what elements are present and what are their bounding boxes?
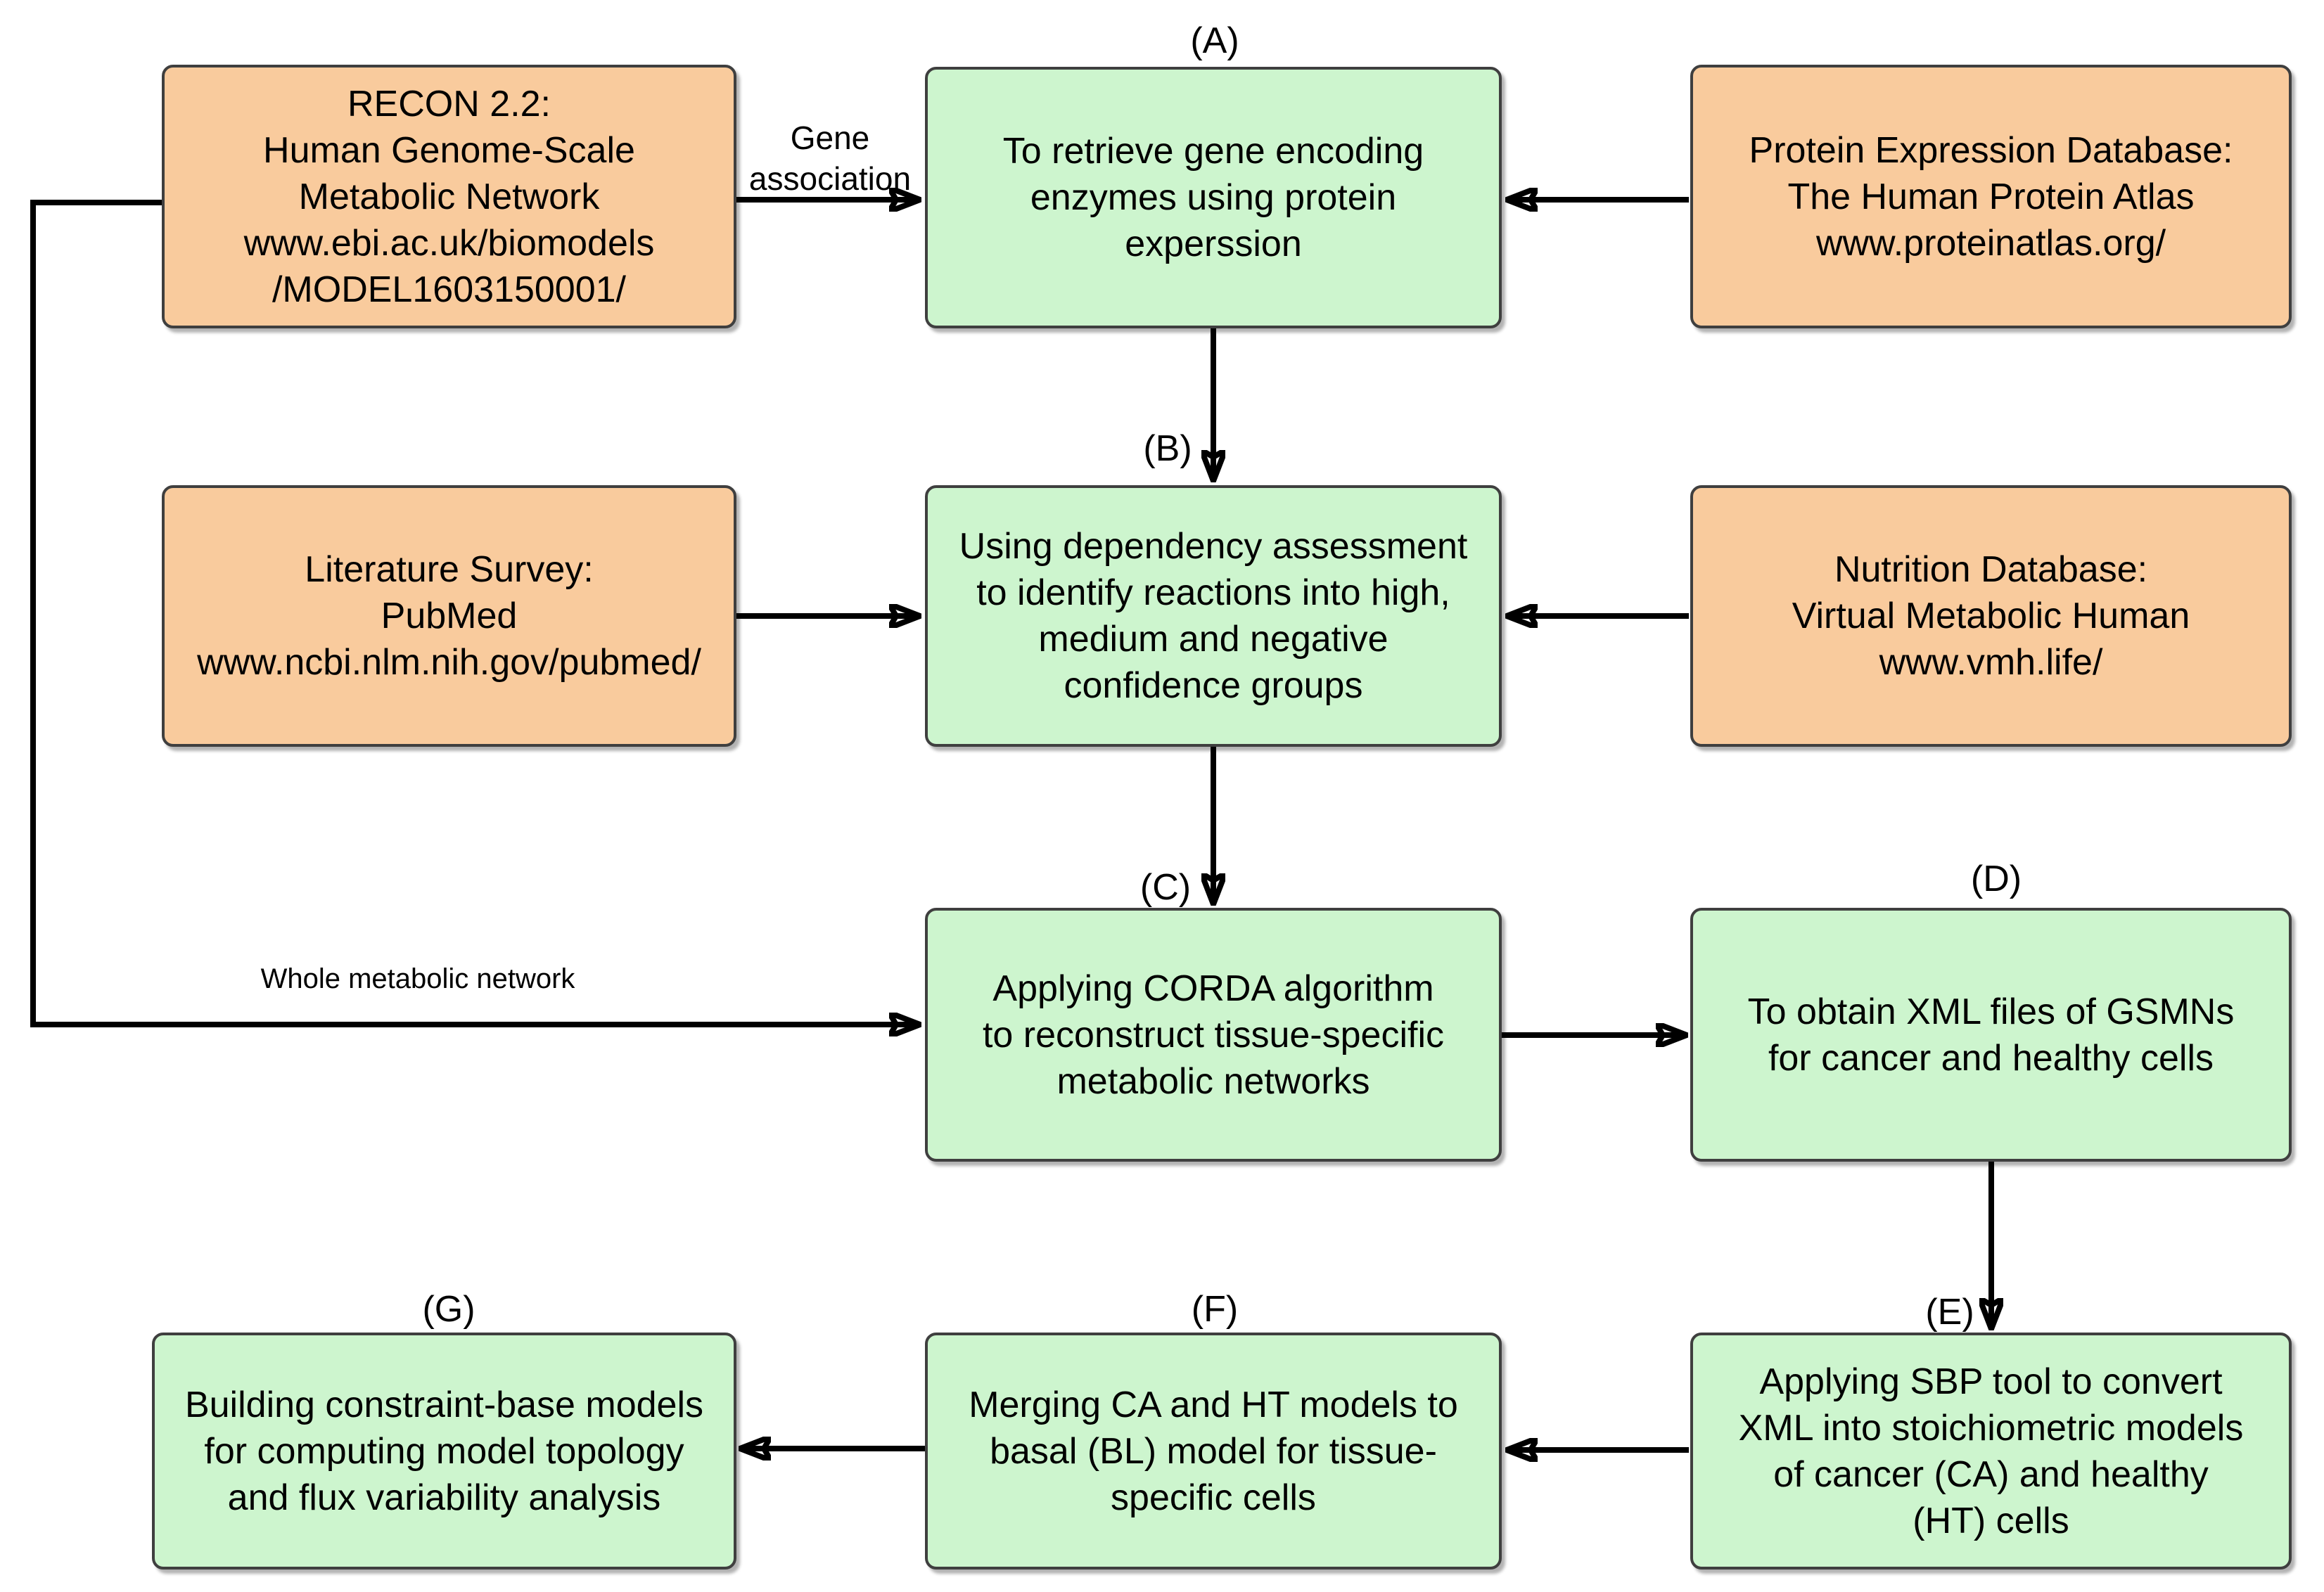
step-label-f: (F)	[1191, 1289, 1239, 1330]
edge-label-gene-association: Gene association	[748, 120, 912, 197]
process-box-f: Merging CA and HT models to basal (BL) m…	[925, 1333, 1502, 1569]
process-box-a: To retrieve gene encoding enzymes using …	[925, 67, 1502, 328]
step-label-d: (D)	[1970, 859, 2022, 899]
step-label-g: (G)	[422, 1289, 475, 1330]
step-label-b: (B)	[1143, 428, 1192, 469]
source-box-recon: RECON 2.2: Human Genome-Scale Metabolic …	[162, 65, 736, 328]
source-box-pubmed: Literature Survey: PubMed www.ncbi.nlm.n…	[162, 485, 736, 747]
process-box-b: Using dependency assessment to identify …	[925, 485, 1502, 747]
edge-label-whole-metabolic-network: Whole metabolic network	[260, 963, 575, 994]
step-label-c: (C)	[1139, 867, 1192, 908]
process-box-c: Applying CORDA algorithm to reconstruct …	[925, 908, 1502, 1162]
step-label-a: (A)	[1190, 20, 1239, 61]
process-box-d: To obtain XML files of GSMNs for cancer …	[1690, 908, 2292, 1162]
process-box-e: Applying SBP tool to convert XML into st…	[1690, 1333, 2292, 1569]
step-label-e: (E)	[1925, 1292, 1974, 1333]
arrow-recon-whole-network-to-c	[30, 200, 917, 1025]
source-box-protein-atlas: Protein Expression Database: The Human P…	[1690, 65, 2292, 328]
process-box-g: Building constraint-base models for comp…	[152, 1333, 736, 1569]
source-box-nutrition: Nutrition Database: Virtual Metabolic Hu…	[1690, 485, 2292, 747]
